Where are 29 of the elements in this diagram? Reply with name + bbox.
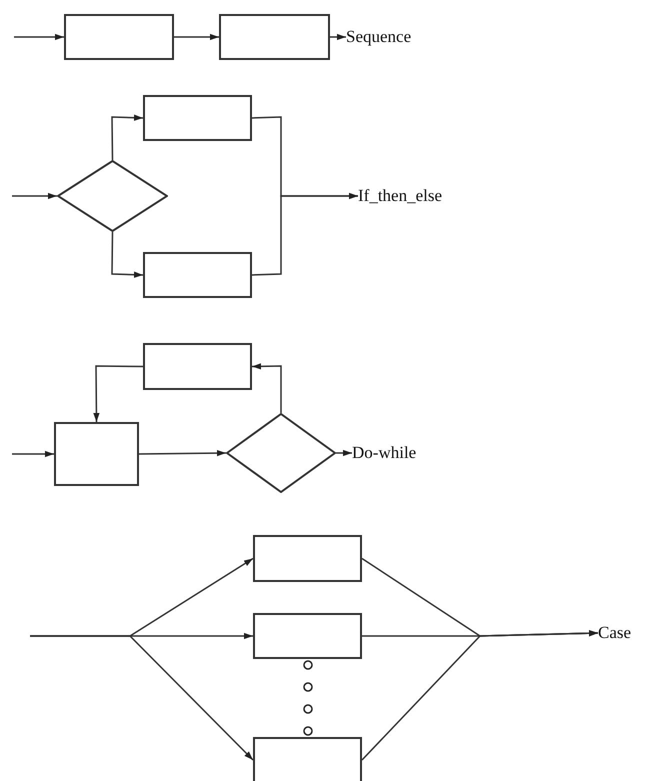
decision-diamond [57, 160, 168, 232]
process-box [143, 95, 252, 141]
arrow [330, 34, 346, 40]
structure-label: Do-while [352, 443, 416, 463]
process-box [143, 343, 252, 390]
arrow [252, 192, 358, 276]
arrow [93, 365, 143, 422]
process-box [253, 535, 362, 582]
arrow [30, 635, 254, 761]
structure-label: If_then_else [358, 186, 442, 206]
process-box [64, 14, 174, 60]
arrow [111, 114, 144, 160]
arrow [14, 34, 64, 40]
arrow [252, 363, 282, 413]
structure-label: Case [598, 623, 632, 643]
arrow [139, 450, 226, 456]
arrow [12, 192, 57, 200]
decision-diamond [226, 413, 336, 493]
arrow [174, 34, 219, 40]
structure-label: Sequence [346, 27, 412, 47]
arrow [361, 630, 598, 761]
arrow [336, 450, 352, 456]
arrow [111, 232, 144, 278]
process-box [143, 252, 252, 298]
process-box [219, 14, 330, 60]
arrow [12, 450, 54, 458]
process-box [253, 737, 362, 781]
process-box [253, 613, 362, 659]
process-box [54, 422, 139, 486]
